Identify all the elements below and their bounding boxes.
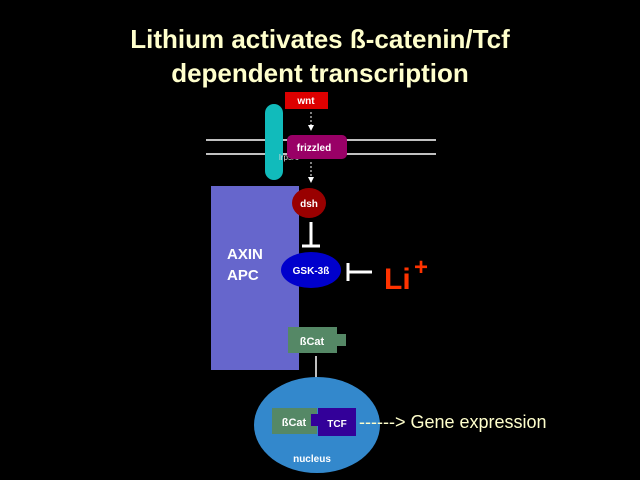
apc-label: APC — [227, 267, 259, 284]
gsk3b-node — [281, 252, 341, 288]
title-line-2: dependent transcription — [171, 58, 469, 88]
tcf-label: TCF — [327, 419, 346, 430]
frizzled-label: frizzled — [297, 143, 331, 154]
beta-catenin-cytoplasm-label: ßCat — [300, 336, 325, 348]
dsh-node — [292, 188, 326, 218]
beta-catenin-cytoplasm-tab — [337, 334, 346, 346]
wnt-label: wnt — [296, 96, 315, 107]
dsh-label: dsh — [300, 199, 318, 210]
lrp-coreceptor — [265, 104, 283, 180]
axin-label: AXIN — [227, 246, 263, 263]
lithium-charge: + — [414, 254, 428, 281]
beta-catenin-nucleus-label: ßCat — [282, 417, 307, 429]
frizzled-receptor — [287, 135, 347, 159]
tcf-factor-tab — [311, 414, 319, 426]
beta-catenin-cytoplasm — [288, 327, 337, 353]
tcf-factor — [318, 408, 356, 436]
gene-expression-label: ------> Gene expression — [359, 412, 547, 432]
gsk3b-label: GSK-3ß — [293, 266, 330, 277]
lithium-label: Li — [384, 263, 411, 296]
nucleus-label: nucleus — [293, 454, 331, 465]
wnt-ligand — [285, 92, 328, 109]
beta-catenin-nucleus — [272, 408, 317, 434]
title-line-1: Lithium activates ß-catenin/Tcf — [130, 24, 510, 54]
